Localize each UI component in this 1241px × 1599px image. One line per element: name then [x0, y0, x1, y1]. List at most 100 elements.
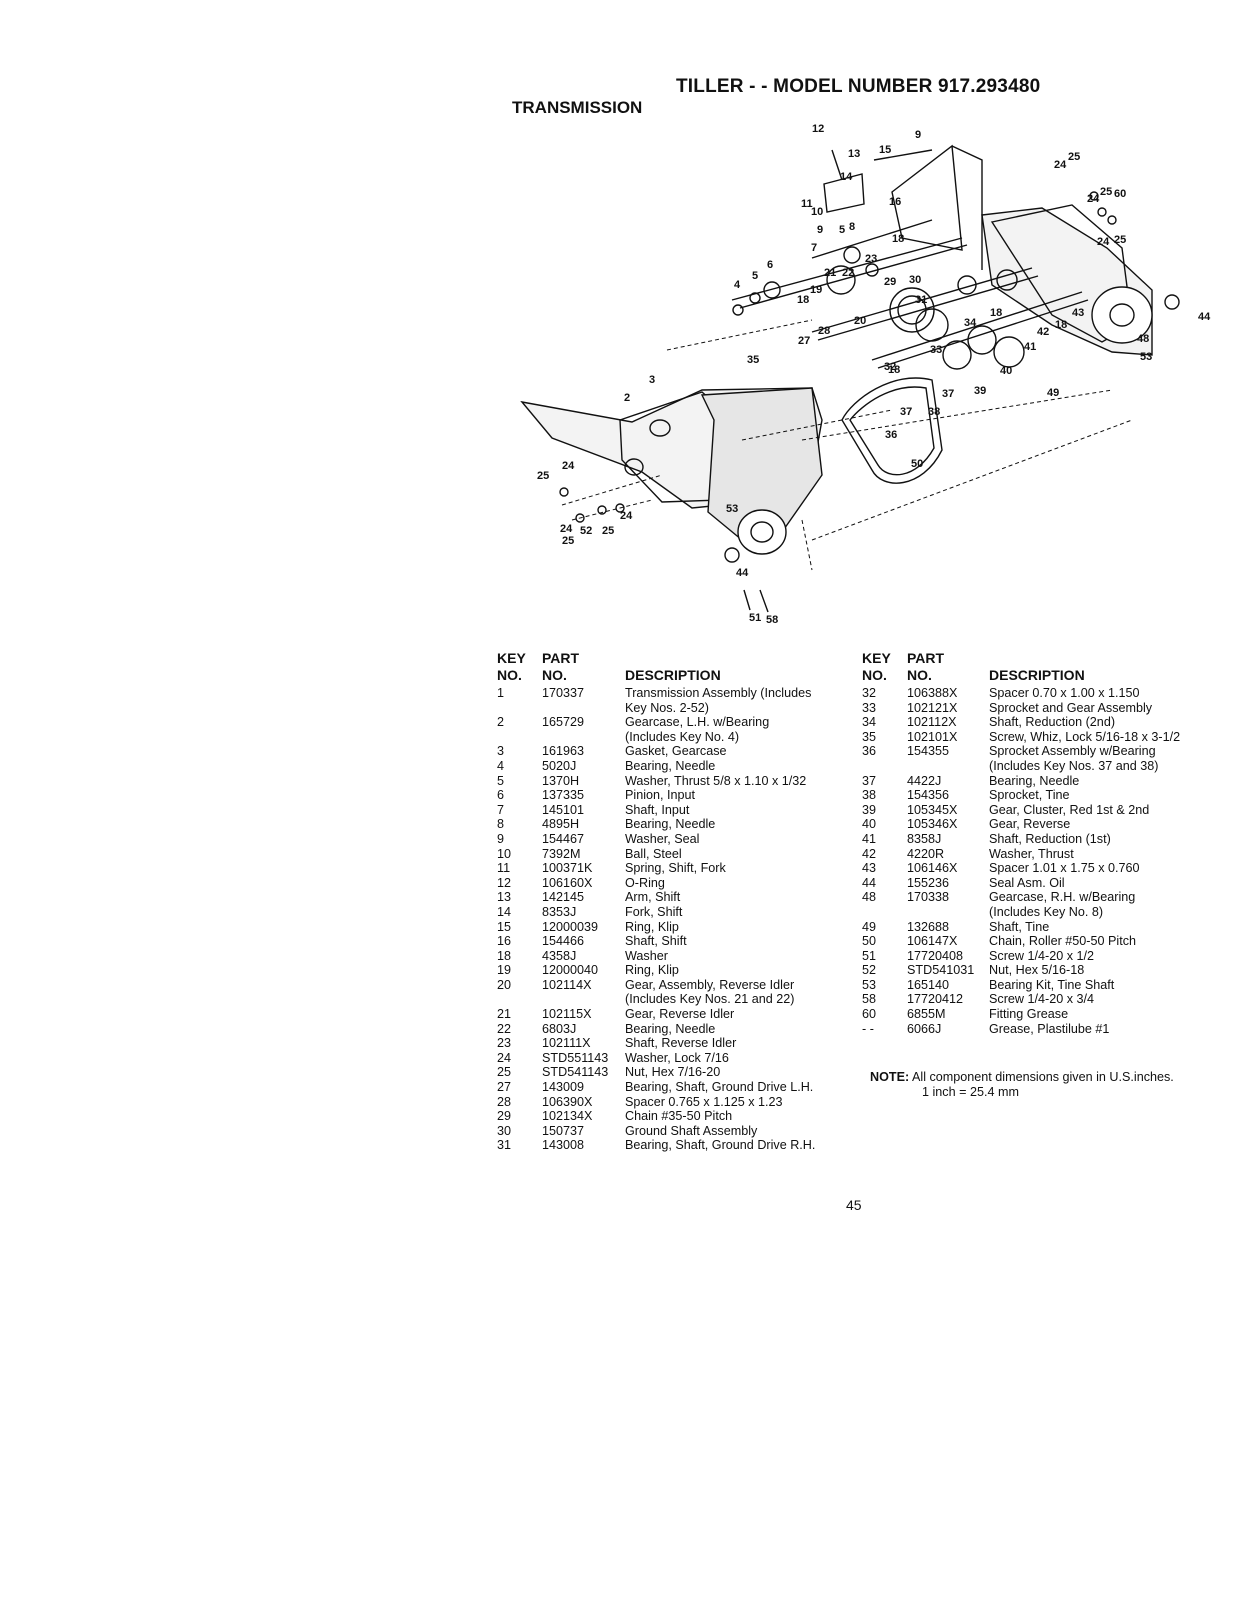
svg-text:20: 20	[854, 315, 866, 327]
svg-text:18: 18	[888, 364, 900, 376]
part-number-cell: 105346X	[907, 817, 958, 832]
part-header-line1: PART	[907, 650, 945, 666]
key-cell: 49	[862, 919, 877, 934]
description-cell: Ring, Klip	[625, 919, 679, 934]
part-number-cell: 165729	[542, 715, 585, 730]
table-row: Key Nos. 2-52)	[497, 701, 865, 716]
key-cell: 34	[862, 715, 877, 730]
part-number-cell: 4422J	[907, 773, 942, 788]
key-cell: 28	[497, 1094, 512, 1109]
note-line2: 1 inch = 25.4 mm	[922, 1085, 1019, 1099]
part-number-cell: 150737	[542, 1123, 585, 1138]
description-cell: Chain #35-50 Pitch	[625, 1109, 733, 1124]
key-cell: 20	[497, 977, 512, 992]
part-number-cell: 154355	[907, 744, 950, 759]
description-cell: Spacer 0.765 x 1.125 x 1.23	[625, 1094, 783, 1109]
svg-text:23: 23	[865, 253, 877, 265]
key-cell: 42	[862, 846, 877, 861]
svg-text:18: 18	[797, 294, 809, 306]
part-number-cell	[542, 992, 625, 1007]
key-cell: 2	[497, 715, 505, 730]
svg-text:42: 42	[1037, 326, 1049, 338]
description-cell: (Includes Key No. 8)	[989, 904, 1104, 919]
svg-text:31: 31	[915, 294, 927, 306]
key-cell: 27	[497, 1080, 512, 1095]
svg-text:7: 7	[811, 242, 817, 254]
svg-text:19: 19	[810, 284, 822, 296]
part-number-cell	[907, 759, 989, 774]
description-cell: (Includes Key No. 4)	[625, 729, 740, 744]
svg-text:24: 24	[1087, 193, 1100, 205]
description-cell: Bearing, Needle	[625, 758, 716, 773]
key-cell: 58	[862, 992, 877, 1007]
description-cell: (Includes Key Nos. 21 and 22)	[625, 992, 795, 1007]
svg-text:15: 15	[879, 144, 891, 156]
description-cell: Seal Asm. Oil	[989, 875, 1065, 890]
key-cell: 9	[497, 831, 505, 846]
key-header-line2: NO.	[862, 667, 887, 683]
svg-text:21: 21	[824, 267, 836, 279]
part-number-cell: 17720412	[907, 992, 964, 1007]
part-number-cell: 102121X	[907, 700, 958, 715]
description-cell: O-Ring	[625, 875, 665, 890]
svg-text:30: 30	[909, 274, 921, 286]
description-cell: Washer	[625, 948, 668, 963]
svg-text:32: 32	[884, 361, 896, 373]
part-number-cell: 102134X	[542, 1109, 593, 1124]
description-cell: Shaft, Input	[625, 802, 690, 817]
svg-text:33: 33	[930, 344, 942, 356]
key-cell: 8	[497, 817, 505, 832]
key-cell: 13	[497, 890, 512, 905]
description-cell: Screw 1/4-20 x 3/4	[989, 992, 1094, 1007]
part-number-cell	[542, 701, 625, 716]
description-cell: Sprocket Assembly w/Bearing	[989, 744, 1156, 759]
description-cell: Washer, Lock 7/16	[625, 1050, 729, 1065]
part-number-cell: STD541031	[907, 963, 975, 978]
key-cell: 15	[497, 919, 512, 934]
svg-text:25: 25	[562, 535, 574, 547]
svg-text:18: 18	[990, 307, 1002, 319]
svg-text:6: 6	[767, 259, 773, 271]
table-row: (Includes Key Nos. 37 and 38)	[862, 759, 1209, 774]
description-cell: Nut, Hex 5/16-18	[989, 963, 1085, 978]
part-number-cell: 143009	[542, 1080, 585, 1095]
key-cell: 6	[497, 788, 505, 803]
description-cell: Transmission Assembly (Includes	[625, 686, 812, 700]
svg-text:36: 36	[885, 429, 897, 441]
part-number-cell	[907, 905, 989, 920]
part-number-cell: 102112X	[907, 715, 957, 730]
svg-text:5: 5	[752, 270, 758, 282]
key-cell: 7	[497, 802, 505, 817]
key-cell: 53	[862, 977, 877, 992]
description-cell: Pinion, Input	[625, 788, 696, 803]
page-title: TILLER - - MODEL NUMBER 917.293480	[676, 76, 1041, 97]
key-cell	[862, 905, 907, 920]
key-cell: 25	[497, 1065, 512, 1080]
svg-text:10: 10	[811, 206, 823, 218]
key-cell: 12	[497, 875, 512, 890]
part-number-cell: 4895H	[542, 817, 580, 832]
key-cell: 4	[497, 758, 505, 773]
table-row: (Includes Key No. 8)	[862, 905, 1209, 920]
svg-text:44: 44	[736, 567, 749, 579]
description-cell: Bearing, Shaft, Ground Drive L.H.	[625, 1080, 814, 1095]
part-number-cell: 170338	[907, 890, 950, 905]
description-cell: Washer, Thrust	[989, 846, 1074, 861]
